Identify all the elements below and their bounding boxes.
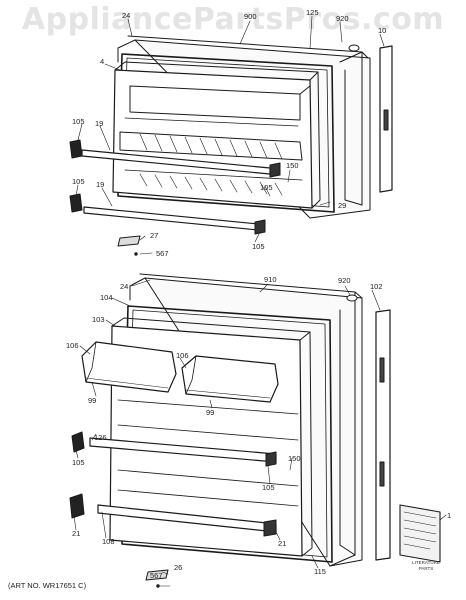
label-part-105-fresh-food-a: 105: [72, 458, 85, 467]
freezer-shelf-grills: [139, 133, 283, 196]
label-part-102: 102: [370, 282, 383, 291]
literature-parts-booklet: [399, 504, 441, 563]
label-part-105-freezer-b: 105: [72, 177, 85, 186]
freezer-plug-button: [348, 44, 360, 52]
label-part-900: 900: [244, 12, 257, 21]
freezer-clip-part: [117, 235, 141, 256]
literature-caption-line-2: PARTS: [418, 566, 434, 571]
label-part-24-freezer: 24: [122, 11, 131, 20]
label-part-115: 115: [314, 567, 326, 576]
freezer-door-assembly: [69, 15, 393, 256]
label-part-106-b: 106: [176, 351, 189, 360]
label-part-126: 126: [94, 433, 107, 442]
label-part-21-a: 21: [72, 529, 81, 538]
label-part-106-a: 106: [66, 341, 79, 350]
fresh-food-clip-part: [145, 569, 169, 588]
label-part-10: 10: [378, 26, 387, 35]
label-part-910: 910: [264, 275, 277, 284]
fresh-food-door-trim: [375, 309, 391, 561]
label-part-104: 104: [100, 293, 113, 302]
label-part-21-b: 21: [278, 539, 287, 548]
label-part-24-fresh-food: 24: [120, 282, 129, 291]
label-part-150-fresh-food: 150: [288, 454, 301, 463]
literature-caption: LITERATURE PARTS: [404, 560, 448, 572]
label-part-920-freezer: 920: [336, 14, 349, 23]
label-part-567-fresh-food: 567: [150, 571, 163, 580]
freezer-door-liner: [112, 61, 321, 209]
label-part-99-b: 99: [206, 408, 215, 417]
label-part-26: 26: [174, 563, 183, 572]
freezer-door-trim: [379, 45, 393, 193]
fresh-food-door-assembly: [69, 273, 447, 588]
label-part-150-freezer: 150: [286, 161, 299, 170]
label-part-19-freezer-a: 19: [95, 119, 104, 128]
label-part-29: 29: [338, 201, 347, 210]
label-part-105-fresh-food-b: 105: [262, 483, 275, 492]
fresh-food-plug-button: [346, 294, 358, 302]
label-part-1: 1: [447, 511, 452, 520]
fresh-food-leader-lines: [73, 279, 447, 587]
label-part-99-a: 99: [88, 396, 97, 405]
label-part-19-freezer-b: 19: [96, 180, 105, 189]
label-part-105-freezer-c: 105: [260, 183, 273, 192]
label-part-108: 108: [102, 537, 115, 546]
label-part-105-freezer-a: 105: [72, 117, 85, 126]
label-part-920-fresh-food: 920: [338, 276, 351, 285]
label-part-567-freezer: 567: [156, 249, 169, 258]
label-part-4: 4: [100, 57, 105, 66]
label-part-103: 103: [92, 315, 105, 324]
fresh-food-shelf-supports: [69, 431, 277, 537]
label-part-125: 125: [306, 8, 319, 17]
label-part-105-freezer-d: 105: [252, 242, 265, 251]
watermark: AppliancePartsPros.com: [21, 2, 445, 37]
freezer-leader-lines: [75, 15, 385, 255]
label-part-27: 27: [150, 231, 159, 240]
art-number: (ART NO. WR17651 C): [8, 581, 87, 590]
literature-caption-line-1: LITERATURE: [412, 560, 440, 565]
freezer-shelf-supports: [69, 139, 281, 235]
dairy-compartment-doors: [81, 341, 279, 403]
